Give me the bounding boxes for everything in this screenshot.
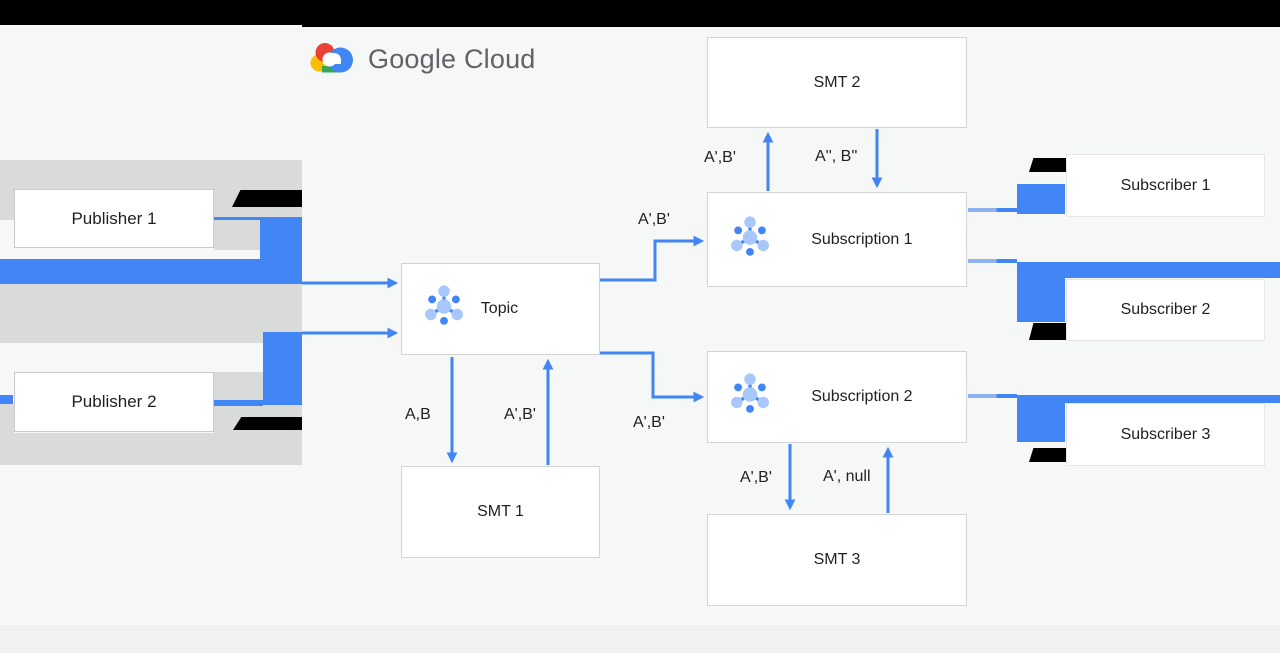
redacted-label-bar <box>232 190 302 207</box>
pubsub-icon <box>421 284 467 335</box>
smt-1-label: SMT 1 <box>477 503 524 520</box>
magnified-arrow-block <box>1017 395 1065 442</box>
edge-label-topic-smt1: A,B <box>405 406 431 423</box>
magnified-arrow-line <box>968 208 1017 212</box>
magnified-arrow-block <box>263 332 302 405</box>
magnified-arrow-block <box>1017 184 1065 214</box>
subscriber-3-label: Subscriber 3 <box>1120 425 1211 443</box>
edge-label-smt2-sub1: A'', B'' <box>815 148 858 165</box>
subscription-1-label: Subscription 1 <box>811 230 913 248</box>
redacted-label-bar <box>233 417 302 430</box>
magnified-band <box>0 433 302 465</box>
magnified-arrow-block <box>1017 262 1065 322</box>
publisher-2-node: Publisher 2 <box>14 372 214 432</box>
edge-label-smt1-topic: A',B' <box>504 406 536 423</box>
magnified-arrow-band <box>1017 262 1280 278</box>
edge-label-topic-sub1: A',B' <box>638 211 670 228</box>
magnified-band <box>0 404 14 433</box>
pubsub-icon <box>727 372 773 423</box>
magnified-arrow-line <box>214 400 263 406</box>
edge-label-sub2-smt3: A',B' <box>740 469 772 486</box>
redacted-label-bar <box>1029 448 1066 462</box>
subscriber-2-label: Subscriber 2 <box>1120 301 1211 318</box>
edge-label-sub1-smt2: A',B' <box>704 149 736 166</box>
bottom-strip <box>0 625 1280 653</box>
google-cloud-logo: Google Cloud <box>309 40 536 78</box>
subscription-2-label: Subscription 2 <box>811 388 913 405</box>
smt-1-node: SMT 1 <box>401 466 600 558</box>
publisher-1-label: Publisher 1 <box>71 208 157 228</box>
smt-3-label: SMT 3 <box>813 551 861 568</box>
publisher-2-label: Publisher 2 <box>71 392 157 411</box>
smt-2-label: SMT 2 <box>813 73 861 91</box>
smt-2-node: SMT 2 <box>707 37 967 128</box>
subscription-2-node: Subscription 2 <box>707 351 967 443</box>
google-cloud-logo-icon <box>309 40 355 78</box>
pubsub-icon <box>727 214 773 265</box>
subscription-1-node: Subscription 1 <box>707 192 967 287</box>
magnified-arrow-band <box>0 259 302 284</box>
magnified-arrow-line <box>0 395 13 404</box>
redacted-label-bar <box>1029 158 1066 172</box>
magnified-arrow-line <box>968 259 1017 263</box>
magnified-arrow-line <box>214 217 302 220</box>
top-black-bar-right <box>302 0 1280 27</box>
topic-node: Topic <box>401 263 600 355</box>
google-cloud-logo-text: Google Cloud <box>368 43 536 74</box>
redacted-label-bar <box>1029 323 1066 340</box>
top-black-bar-left <box>0 0 302 25</box>
subscriber-2-node: Subscriber 2 <box>1066 279 1265 341</box>
arrow-topic-to-subscription1 <box>600 235 705 282</box>
topic-label: Topic <box>480 300 519 317</box>
edge-label-smt3-sub2: A', null <box>823 468 871 485</box>
smt-3-node: SMT 3 <box>707 514 967 606</box>
publisher-1-node: Publisher 1 <box>14 189 214 248</box>
subscriber-1-node: Subscriber 1 <box>1066 154 1265 217</box>
subscriber-3-node: Subscriber 3 <box>1066 403 1265 466</box>
magnified-band <box>0 283 302 343</box>
edge-label-topic-sub2: A',B' <box>633 414 665 431</box>
subscriber-1-label: Subscriber 1 <box>1120 176 1211 194</box>
magnified-arrow-band <box>1017 395 1280 403</box>
magnified-arrow-line <box>968 394 1017 398</box>
arrow-topic-to-subscription2 <box>600 351 705 403</box>
